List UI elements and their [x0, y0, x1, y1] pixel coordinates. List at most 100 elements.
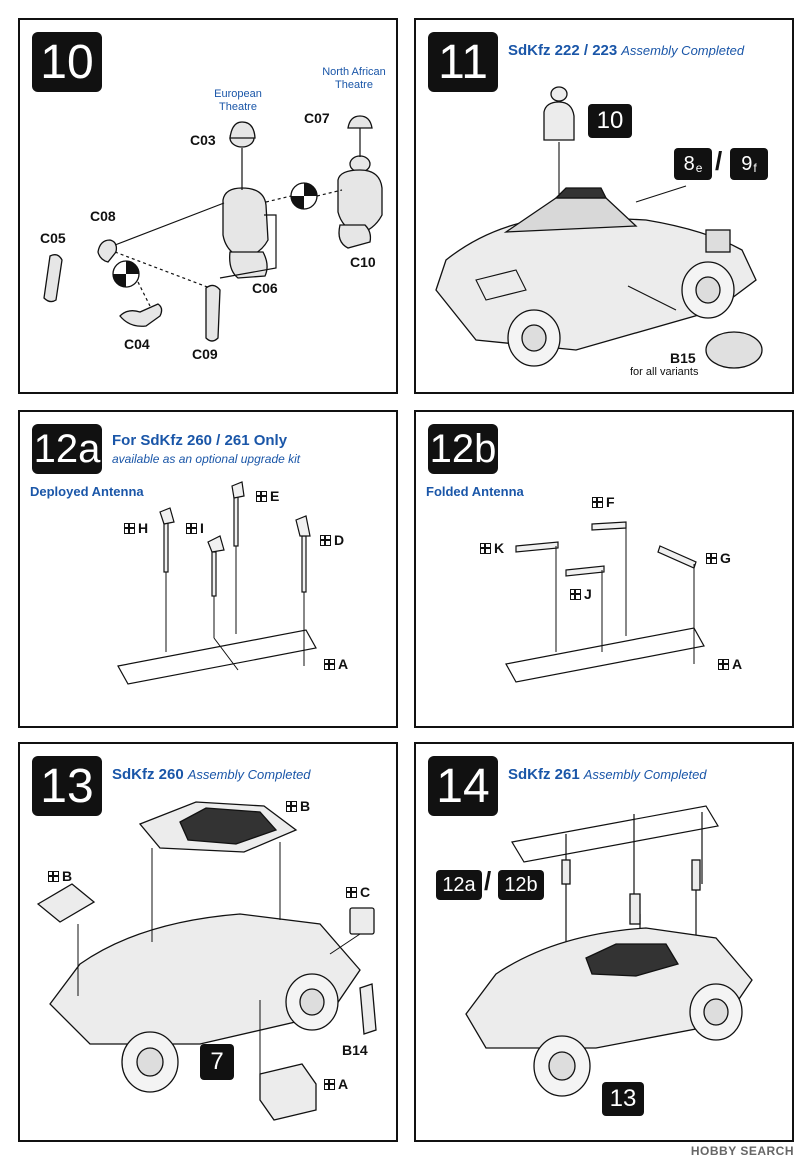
part-c07: C07 [304, 110, 330, 126]
part-e-label: E [270, 488, 280, 504]
step-number: 14 [428, 756, 498, 816]
european-theatre-label: European Theatre [214, 88, 262, 113]
part-c-label: C [360, 884, 371, 900]
ref-slash: / [715, 146, 723, 176]
part-a-label: A [338, 1076, 349, 1092]
part-b-top-label: B [300, 798, 311, 814]
runner-icon [570, 589, 581, 600]
part-j-label: J [584, 586, 592, 602]
section-heading: Deployed Antenna [30, 484, 144, 499]
part-g-label: G [720, 550, 731, 566]
runner-icon [286, 801, 297, 812]
runner-icon [346, 887, 357, 898]
title-subtitle: Assembly Completed [621, 43, 745, 58]
step-12a-panel: 12a For SdKfz 260 / 261 Only available a… [18, 410, 398, 728]
part-c10: C10 [350, 254, 376, 270]
part-d: D [320, 532, 344, 548]
part-g: G [706, 550, 731, 566]
runner-icon [592, 497, 603, 508]
runner-icon [124, 523, 135, 534]
part-e: E [256, 488, 279, 504]
part-b14: B14 [342, 1042, 368, 1058]
runner-icon [706, 553, 717, 564]
part-a: A [718, 656, 742, 672]
runner-icon [256, 491, 267, 502]
runner-icon [186, 523, 197, 534]
runner-icon [718, 659, 729, 670]
ref-step-13: 13 [602, 1082, 644, 1116]
part-b-left-label: B [62, 868, 73, 884]
step-number: 11 [428, 32, 498, 92]
part-c: C [346, 884, 370, 900]
part-k-label: K [494, 540, 505, 556]
part-b15-note: for all variants [630, 366, 699, 378]
step-note: available as an optional upgrade kit [112, 452, 301, 466]
part-b-left: B [48, 868, 72, 884]
ref-8e-sub: e [695, 161, 703, 175]
step-number: 10 [32, 32, 102, 92]
part-h: H [124, 520, 148, 536]
sdkfz-260-drawing [36, 801, 377, 1121]
north-african-theatre-label: North African Theatre [322, 66, 386, 91]
part-d-label: D [334, 532, 345, 548]
part-c06: C06 [252, 280, 278, 296]
part-a: A [324, 656, 348, 672]
folded-antenna-drawing [505, 521, 705, 683]
part-b-top: B [286, 798, 310, 814]
part-f: F [592, 494, 615, 510]
step-number: 12b [428, 424, 498, 474]
step-12b-panel: 12b Folded Antenna F K J G A [414, 410, 794, 728]
runner-icon [324, 659, 335, 670]
part-c04: C04 [124, 336, 150, 352]
runner-icon [324, 1079, 335, 1090]
section-heading: Folded Antenna [426, 484, 524, 499]
ref-slash: / [484, 866, 492, 896]
part-f-label: F [606, 494, 615, 510]
ref-9f-sub: f [753, 161, 757, 175]
part-i-label: I [200, 520, 204, 536]
runner-icon [320, 535, 331, 546]
runner-icon [480, 543, 491, 554]
part-a-label: A [338, 656, 349, 672]
part-i: I [186, 520, 204, 536]
part-a: A [324, 1076, 348, 1092]
part-c09: C09 [192, 346, 218, 362]
title-text: SdKfz 222 / 223 [508, 42, 618, 59]
step-number: 12a [32, 424, 102, 474]
ref-12b: 12b [498, 870, 544, 900]
deployed-antenna-drawing [117, 481, 317, 685]
part-j: J [570, 586, 592, 602]
step-10-panel: 10 [18, 18, 398, 394]
ref-step-10: 10 [588, 104, 632, 138]
part-a-label: A [732, 656, 743, 672]
title-subtitle: Assembly Completed [583, 767, 707, 782]
part-k: K [480, 540, 504, 556]
ref-12a: 12a [436, 870, 482, 900]
step-title: For SdKfz 260 / 261 Only [112, 432, 288, 449]
title-subtitle: Assembly Completed [187, 767, 311, 782]
part-b15: B15 [670, 350, 696, 366]
title-text: SdKfz 261 [508, 766, 580, 783]
sdkfz-222-drawing [435, 86, 763, 369]
ref-8e-num: 8 [683, 152, 695, 175]
part-c08: C08 [90, 208, 116, 224]
step-10-figures [43, 115, 383, 342]
sdkfz-261-drawing [465, 805, 753, 1097]
runner-icon [48, 871, 59, 882]
title-text: SdKfz 260 [112, 766, 184, 783]
ref-9f-num: 9 [741, 152, 753, 175]
part-c05: C05 [40, 230, 66, 246]
part-c03: C03 [190, 132, 216, 148]
ref-step-7: 7 [200, 1044, 234, 1080]
part-h-label: H [138, 520, 149, 536]
watermark: HOBBY SEARCH [690, 1144, 794, 1158]
step-number: 13 [32, 756, 102, 816]
